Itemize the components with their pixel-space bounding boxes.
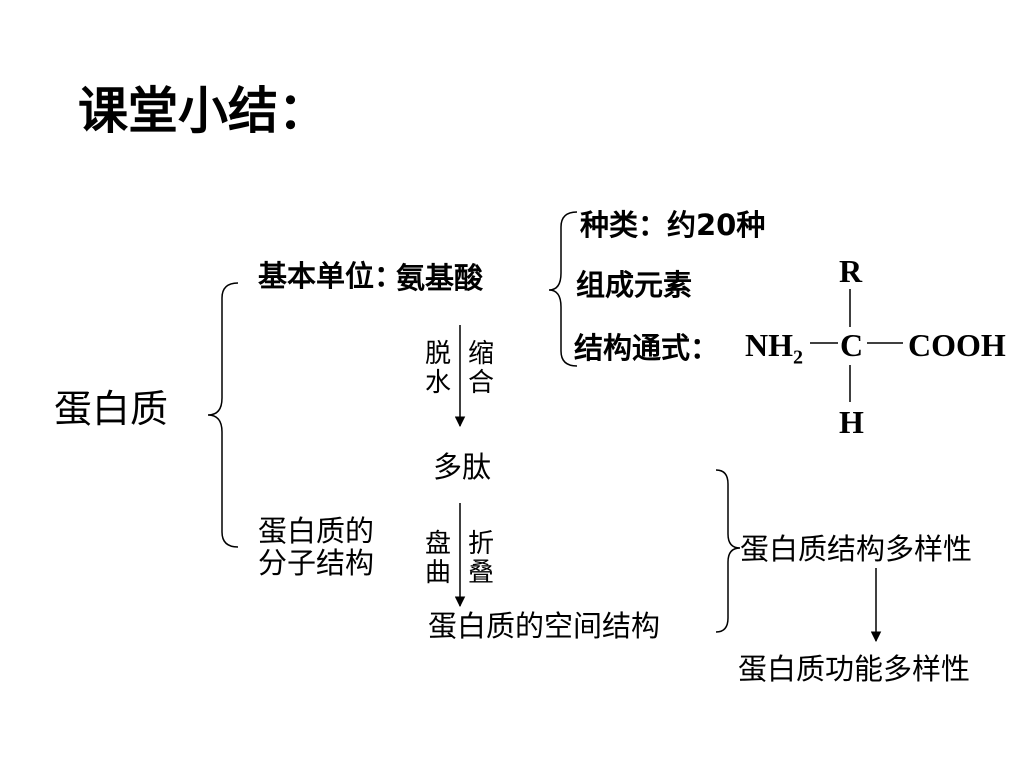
formula-alpha-carbon: C <box>840 327 864 363</box>
amino-acid-types: 种类：约20种 <box>580 208 766 242</box>
molecular-structure-label: 蛋白质的 分子结构 <box>258 514 375 581</box>
formula-hydrogen: H <box>839 404 864 440</box>
spatial-structure-node: 蛋白质的空间结构 <box>428 609 661 643</box>
formula-amino-group: NH2 <box>745 327 803 369</box>
step-coiling-label: 盘 曲 <box>425 529 452 589</box>
structure-diversity-node: 蛋白质结构多样性 <box>740 532 973 566</box>
function-diversity-node: 蛋白质功能多样性 <box>738 652 971 686</box>
formula-carboxyl-group: COOH <box>908 327 1006 363</box>
step-condensation-label: 缩 合 <box>468 339 495 399</box>
diversity-brace <box>715 469 741 633</box>
basic-unit-label: 基本单位： <box>258 259 404 293</box>
step-folding-label: 折 叠 <box>468 529 495 589</box>
slide-title: 课堂小结： <box>78 82 328 140</box>
polypeptide-node: 多肽 <box>433 450 492 484</box>
amino-acid-elements: 组成元素 <box>576 268 693 302</box>
root-node-protein: 蛋白质 <box>54 387 169 431</box>
step-dehydration-label: 脱 水 <box>425 339 452 399</box>
main-left-brace <box>207 282 239 548</box>
amino-acid-brace <box>548 211 578 367</box>
basic-unit-amino-acid: 氨基酸 <box>396 261 484 295</box>
formula-r-group: R <box>839 253 863 289</box>
structural-formula-label: 结构通式： <box>574 331 720 365</box>
